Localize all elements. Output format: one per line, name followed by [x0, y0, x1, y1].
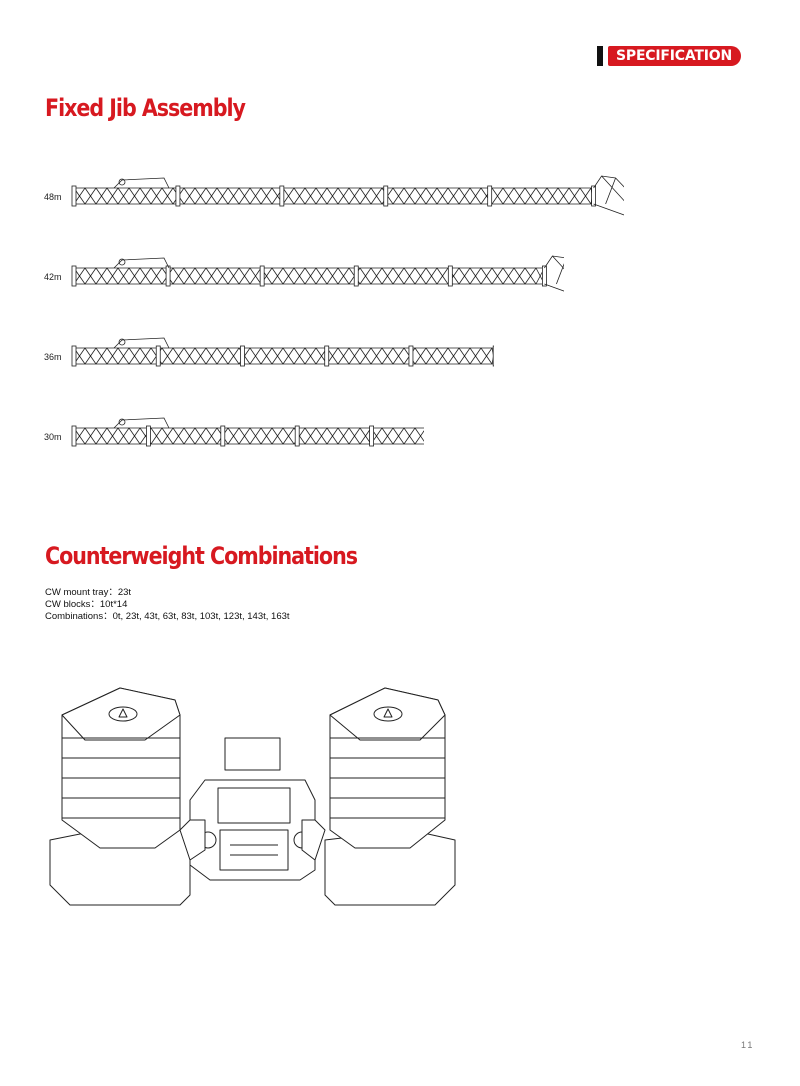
counterweight-spec-list: CW mount tray：23t CW blocks：10t*14 Combi…: [45, 587, 290, 623]
counterweight-illustration: [49, 687, 456, 906]
cw-mount-tray-line: CW mount tray：23t: [45, 587, 132, 598]
jib-row-36m: 36m: [44, 330, 494, 440]
jib-length-label: 36m: [44, 352, 62, 362]
counterweight-section-title: Counterweight Combinations: [45, 542, 358, 570]
jib-length-label: 42m: [44, 272, 62, 282]
jib-drawing-30m: [71, 417, 424, 447]
jib-drawing-48m: [71, 175, 624, 216]
section-tag: SPECIFICATION: [597, 46, 741, 66]
cw-combinations-line: Combinations：0t, 23t, 43t, 63t, 83t, 103…: [45, 611, 290, 622]
section-tag-bar: [597, 46, 603, 66]
jib-drawing-36m: [71, 337, 494, 367]
jib-drawing-42m: [71, 255, 564, 292]
jib-row-48m: 48m: [44, 170, 624, 280]
jib-length-label: 30m: [44, 432, 62, 442]
jib-row-30m: 30m: [44, 410, 424, 520]
jib-section-title: Fixed Jib Assembly: [45, 94, 246, 122]
section-tag-label: SPECIFICATION: [608, 46, 741, 66]
jib-row-42m: 42m: [44, 250, 564, 360]
jib-length-label: 48m: [44, 192, 62, 202]
cw-blocks-line: CW blocks：10t*14: [45, 599, 128, 610]
page-number: 11: [741, 1040, 755, 1050]
